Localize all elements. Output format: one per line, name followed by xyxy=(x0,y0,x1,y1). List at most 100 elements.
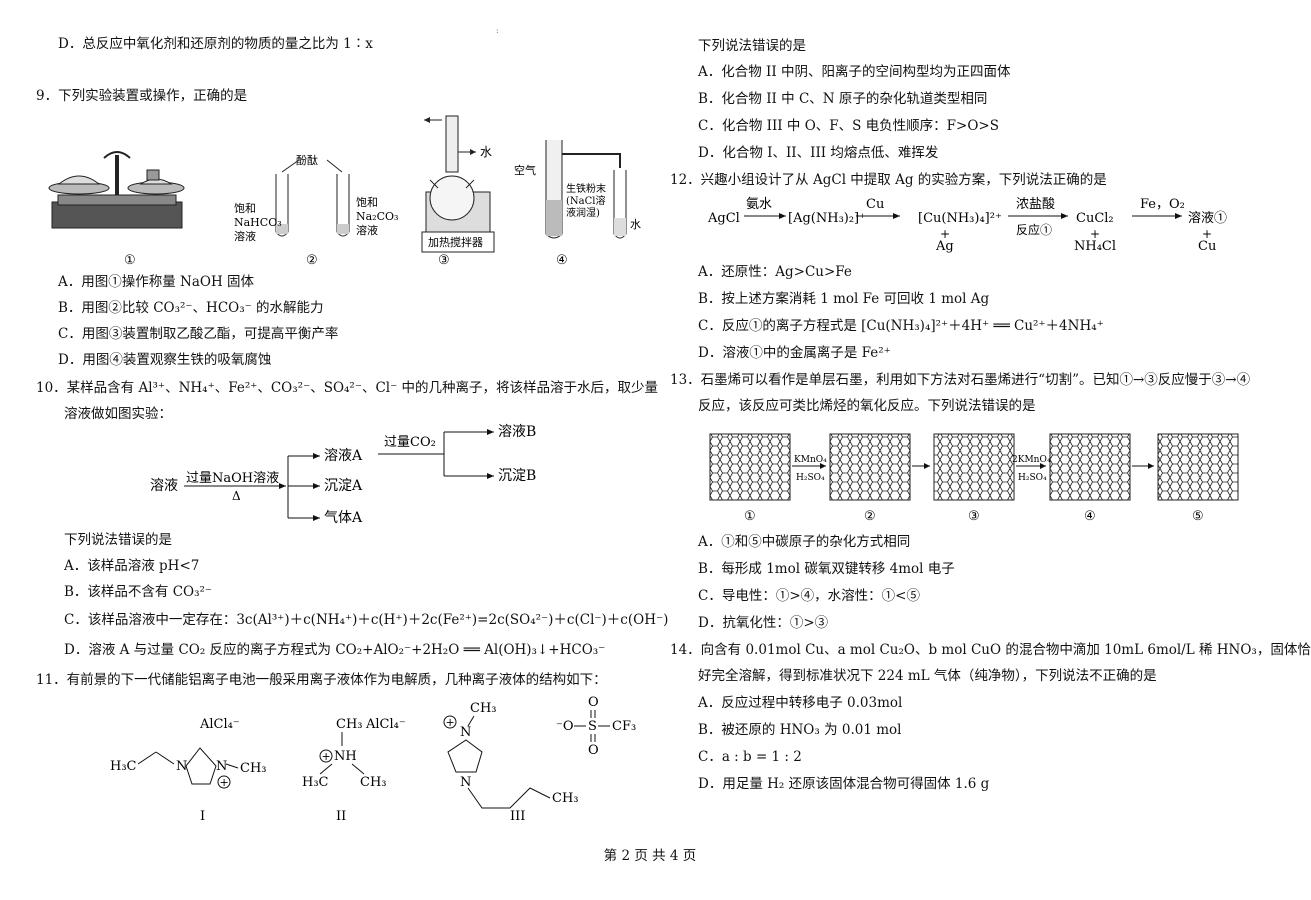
graphene-3 xyxy=(933,433,1015,501)
q9-apparatus-figure: ① 酚酞 饱和 NaHCO₃ 溶液 饱和 Na₂CO₃ 溶液 ② 水 xyxy=(48,115,641,268)
na2co3-label-2: Na₂CO₃ xyxy=(356,210,398,223)
q12-option-d: D．溶液①中的金属离子是 Fe²⁺ xyxy=(698,345,891,361)
graphene-1 xyxy=(709,433,791,501)
scheme-p1: [Ag(NH₃)₂]⁺ xyxy=(788,211,866,226)
page-footer: 第 2 页 共 4 页 xyxy=(603,848,697,864)
stirrer-label: 加热搅拌器 xyxy=(428,235,483,249)
n2-i: N xyxy=(216,759,227,774)
o-bottom: O xyxy=(588,743,599,758)
q9-option-d: D．用图④装置观察生铁的吸氧腐蚀 xyxy=(58,352,272,368)
q14-stem-2: 好完全溶解，得到标准状况下 224 mL 气体（纯净物），下列说法不正确的是 xyxy=(698,668,1157,684)
fig-num-2: ② xyxy=(306,253,318,268)
iron-label-2: (NaCl溶 xyxy=(566,194,605,207)
q11-option-c: C．化合物 III 中 O、F、S 电负性顺序：F>O>S xyxy=(698,118,999,134)
q14-option-d: D．用足量 H₂ 还原该固体混合物可得固体 1.6 g xyxy=(698,776,990,792)
structure-ii: AlCl₄⁻ CH₃ + NH H₃C CH₃ xyxy=(302,717,406,790)
graphene-num-4: ④ xyxy=(1084,509,1096,524)
graphene-num-1: ① xyxy=(744,509,756,524)
q13-option-a: A．①和⑤中碳原子的杂化方式相同 xyxy=(698,534,911,550)
ch3-iii-b: CH₃ xyxy=(552,791,579,806)
o-minus: ⁻O xyxy=(556,719,574,734)
flow-condition: Δ xyxy=(232,489,241,503)
q10-option-a: A．该样品溶液 pH<7 xyxy=(64,558,200,574)
q11-option-a: A．化合物 II 中阴、阳离子的空间构型均为正四面体 xyxy=(698,64,1011,80)
n1-iii: N xyxy=(460,725,471,740)
scheme-plus-1: + xyxy=(940,227,950,241)
graphene-5 xyxy=(1157,433,1239,501)
label-iii: III xyxy=(510,809,525,824)
q9-option-c: C．用图③装置制取乙酸乙酯，可提高平衡产率 xyxy=(58,326,339,342)
q8-option-d: D．总反应中氧化剂和还原剂的物质的量之比为 1∶x xyxy=(58,36,373,52)
n1-i: N xyxy=(176,759,187,774)
q10-option-c: C．该样品溶液中一定存在：3c(Al³⁺)＋c(NH₄⁺)＋c(H⁺)＋2c(F… xyxy=(64,612,669,628)
q14-option-b: B．被还原的 HNO₃ 为 0.01 mol xyxy=(698,722,902,738)
q12-option-b: B．按上述方案消耗 1 mol Fe 可回收 1 mol Ag xyxy=(698,291,990,307)
o-top: O xyxy=(588,695,599,710)
nahco3-label-1: 饱和 xyxy=(234,201,256,215)
na2co3-label-3: 溶液 xyxy=(356,223,378,237)
iron-label-1: 生铁粉末 xyxy=(566,182,606,195)
alcl4-ii: AlCl₄⁻ xyxy=(365,717,406,732)
nahco3-label-3: 溶液 xyxy=(234,229,256,243)
scheme-p2: [Cu(NH₃)₄]²⁺ xyxy=(918,211,1002,226)
q12-option-c: C．反应①的离子方程式是 [Cu(NH₃)₄]²⁺＋4H⁺ ══ Cu²⁺＋4N… xyxy=(698,318,1104,334)
q10-flow-diagram: 溶液 过量NaOH溶液 Δ 溶液A 沉淀A 气体A 过量CO₂ 溶液B 沉淀B xyxy=(150,424,536,526)
q13-option-c: C．导电性：①>④，水溶性：①<⑤ xyxy=(698,588,920,604)
q10-ask: 下列说法错误的是 xyxy=(64,532,172,548)
scheme-p4b: Cu xyxy=(1198,239,1216,254)
n2-iii: N xyxy=(460,775,471,790)
graphene-4 xyxy=(1049,433,1131,501)
scheme-plus-3: + xyxy=(1202,227,1212,241)
scheme-r3: 浓盐酸 xyxy=(1016,197,1055,212)
scheme-r1: 氨水 xyxy=(746,197,772,212)
q10-option-b: B．该样品不含有 CO₃²⁻ xyxy=(64,584,213,600)
q14-option-a: A．反应过程中转移电子 0.03mol xyxy=(698,695,903,711)
scheme-r2: Cu xyxy=(866,197,884,212)
phenolphthalein-label: 酚酞 xyxy=(296,153,318,167)
q11-structures: AlCl₄⁻ H₃C N N CH₃ + AlCl₄⁻ CH₃ + NH H₃C… xyxy=(110,695,636,824)
fig-num-3: ③ xyxy=(438,253,450,268)
q13-stem-1: 13．石墨烯可以看作是单层石墨，利用如下方法对石墨烯进行“切割”。已知①→③反应… xyxy=(670,372,1251,388)
label-i: I xyxy=(200,809,205,824)
scheme-agcl: AgCl xyxy=(707,211,740,226)
nh-ii: NH xyxy=(334,749,357,764)
q12-option-a: A．还原性：Ag>Cu>Fe xyxy=(698,264,852,280)
ch3-i: CH₃ xyxy=(240,761,267,776)
cf3: CF₃ xyxy=(612,719,636,734)
scheme-r3b: 反应① xyxy=(1016,222,1052,237)
arrow-3-top: 2KMnO₄ xyxy=(1012,455,1051,465)
flow-solution-b: 溶液B xyxy=(498,424,536,440)
air-label: 空气 xyxy=(514,163,536,177)
scheme-p2b: Ag xyxy=(935,239,954,254)
scheme-p4: 溶液① xyxy=(1188,211,1227,226)
q11-option-b: B．化合物 II 中 C、N 原子的杂化轨道类型相同 xyxy=(698,91,988,107)
arrow-1-top: KMnO₄ xyxy=(794,455,827,465)
q14-stem-1: 14．向含有 0.01mol Cu、a mol Cu₂O、b mol CuO 的… xyxy=(670,642,1311,658)
scheme-plus-2: + xyxy=(1090,227,1100,241)
flow-start: 溶液 xyxy=(150,478,178,494)
structure-i: AlCl₄⁻ H₃C N N CH₃ + xyxy=(110,717,267,789)
structure-iii: CH₃ + N N CH₃ ⁻O S CF₃ O O xyxy=(443,695,636,809)
q11-ask: 下列说法错误的是 xyxy=(698,38,806,54)
svg-text:+: + xyxy=(322,750,331,763)
fig-num-4: ④ xyxy=(556,253,568,268)
h3c-ii: H₃C xyxy=(302,775,329,790)
ch3-iii: CH₃ xyxy=(470,701,497,716)
ch3-ii-top: CH₃ xyxy=(336,717,363,732)
q13-option-b: B．每形成 1mol 碳氧双键转移 4mol 电子 xyxy=(698,561,955,577)
flow-precipitate-a: 沉淀A xyxy=(324,478,363,494)
q13-graphene-scheme: KMnO₄ H₂SO₄ 2KMnO₄ H₂SO₄ ① ② ③ ④ ⑤ xyxy=(709,433,1239,524)
q9-option-b: B．用图②比较 CO₃²⁻、HCO₃⁻ 的水解能力 xyxy=(58,300,324,316)
flow-reagent-2: 过量CO₂ xyxy=(384,435,436,450)
q12-scheme: AgCl 氨水 [Ag(NH₃)₂]⁺ Cu [Cu(NH₃)₄]²⁺ + Ag… xyxy=(707,197,1227,254)
q10-option-d: D．溶液 A 与过量 CO₂ 反应的离子方程式为 CO₂+AlO₂⁻+2H₂O … xyxy=(64,642,606,658)
q11-option-d: D．化合物 I、II、III 均熔点低、难挥发 xyxy=(698,145,939,161)
q14-option-c: C．a : b = 1 : 2 xyxy=(698,749,802,765)
q11-stem: 11．有前景的下一代储能铝离子电池一般采用离子液体作为电解质，几种离子液体的结构… xyxy=(36,672,607,688)
q13-stem-2: 反应，该反应可类比烯烃的氧化反应。下列说法错误的是 xyxy=(698,398,1036,414)
scheme-p3b: NH₄Cl xyxy=(1074,239,1116,254)
test-tubes-figure: 酚酞 饱和 NaHCO₃ 溶液 饱和 Na₂CO₃ 溶液 xyxy=(234,153,398,243)
flow-gas-a: 气体A xyxy=(324,510,363,526)
label-ii: II xyxy=(336,809,346,824)
iron-label-3: 液润湿) xyxy=(566,206,600,219)
